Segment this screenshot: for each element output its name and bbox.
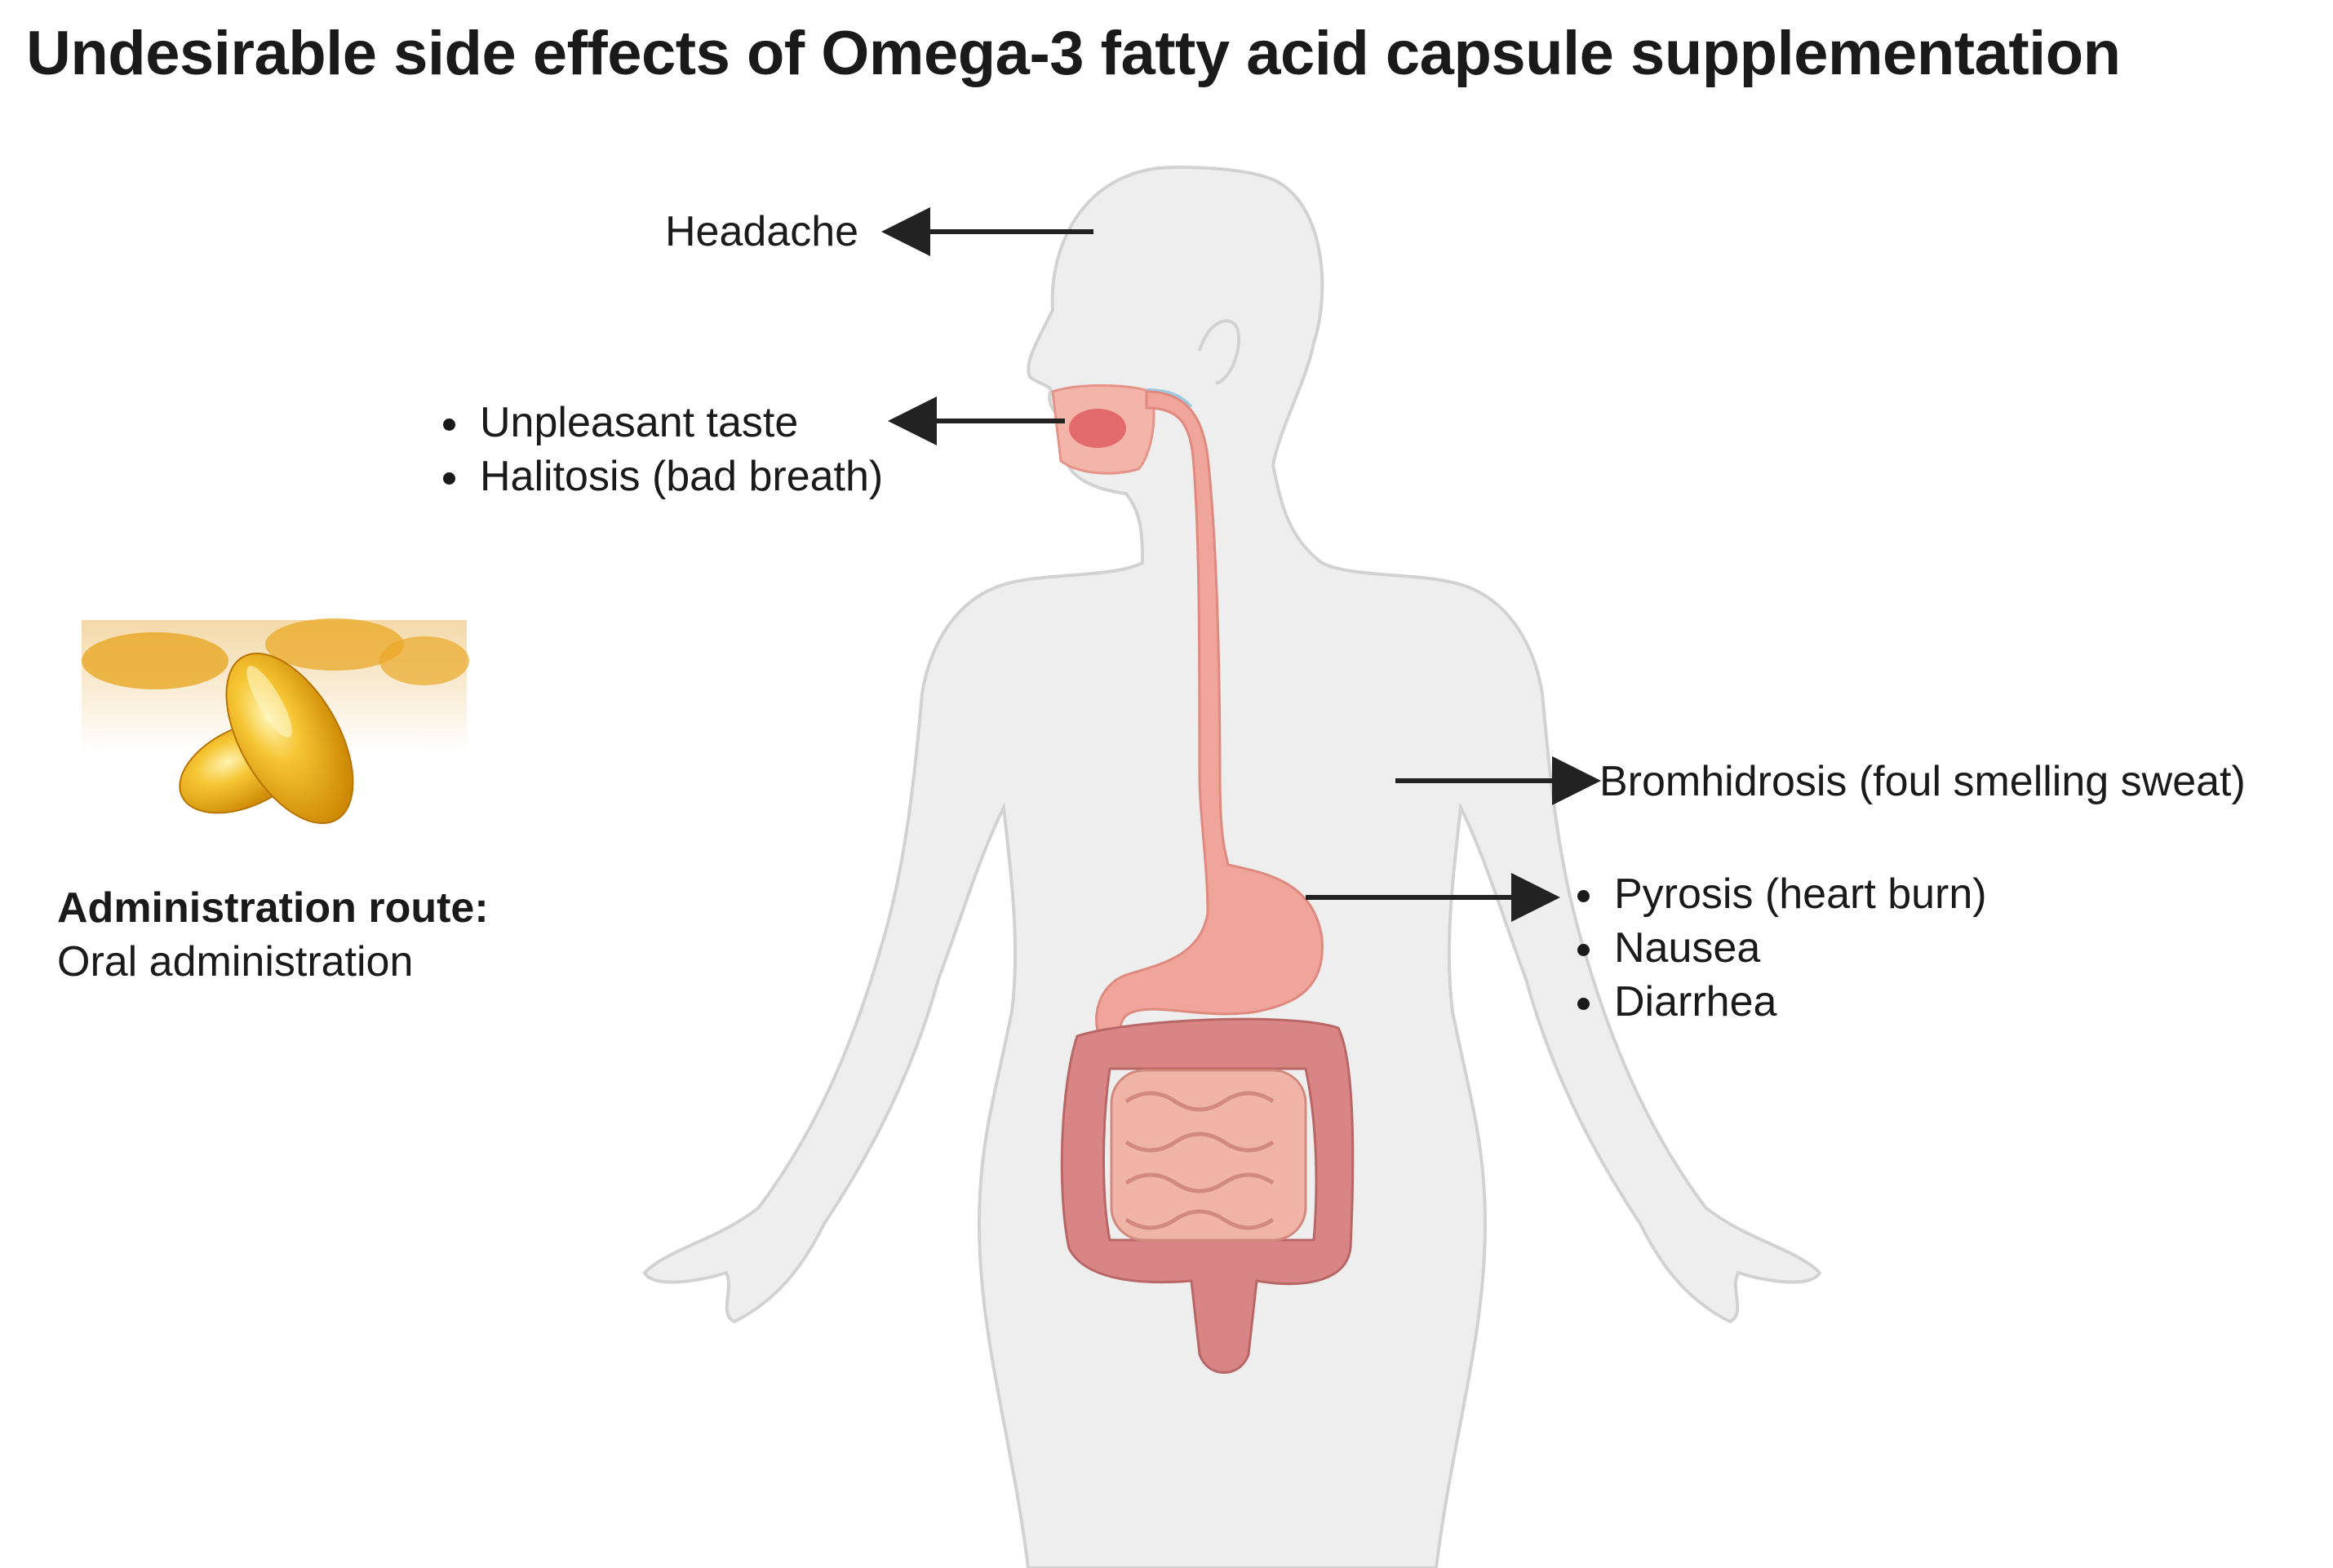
omega3-capsules-photo (82, 618, 469, 840)
label-headache: Headache (665, 205, 858, 259)
label-mouth-effects: Unpleasant taste Halitosis (bad breath) (416, 396, 883, 503)
page-title: Undesirable side effects of Omega-3 fatt… (26, 19, 2121, 88)
list-item: Pyrosis (heart burn) (1608, 867, 1987, 921)
administration-value: Oral administration (57, 938, 414, 986)
administration-route: Administration route: Oral administratio… (57, 881, 489, 989)
large-intestine (1060, 1017, 1355, 1374)
list-item: Nausea (1608, 921, 1987, 975)
bromhidrosis-text: Bromhidrosis (foul smelling sweat) (1599, 758, 2246, 805)
list-item: Diarrhea (1608, 975, 1987, 1029)
administration-heading: Administration route: (57, 884, 489, 932)
list-item: Halitosis (bad breath) (473, 450, 883, 503)
list-item: Unpleasant taste (473, 396, 883, 450)
digestive-tract (1095, 390, 1324, 1050)
label-gut-effects: Pyrosis (heart burn) Nausea Diarrhea (1550, 867, 1987, 1029)
arrows (881, 207, 1601, 922)
label-skin-effect: Bromhidrosis (foul smelling sweat) (1599, 755, 2246, 808)
headache-text: Headache (665, 208, 859, 255)
small-intestine (1110, 1069, 1307, 1242)
